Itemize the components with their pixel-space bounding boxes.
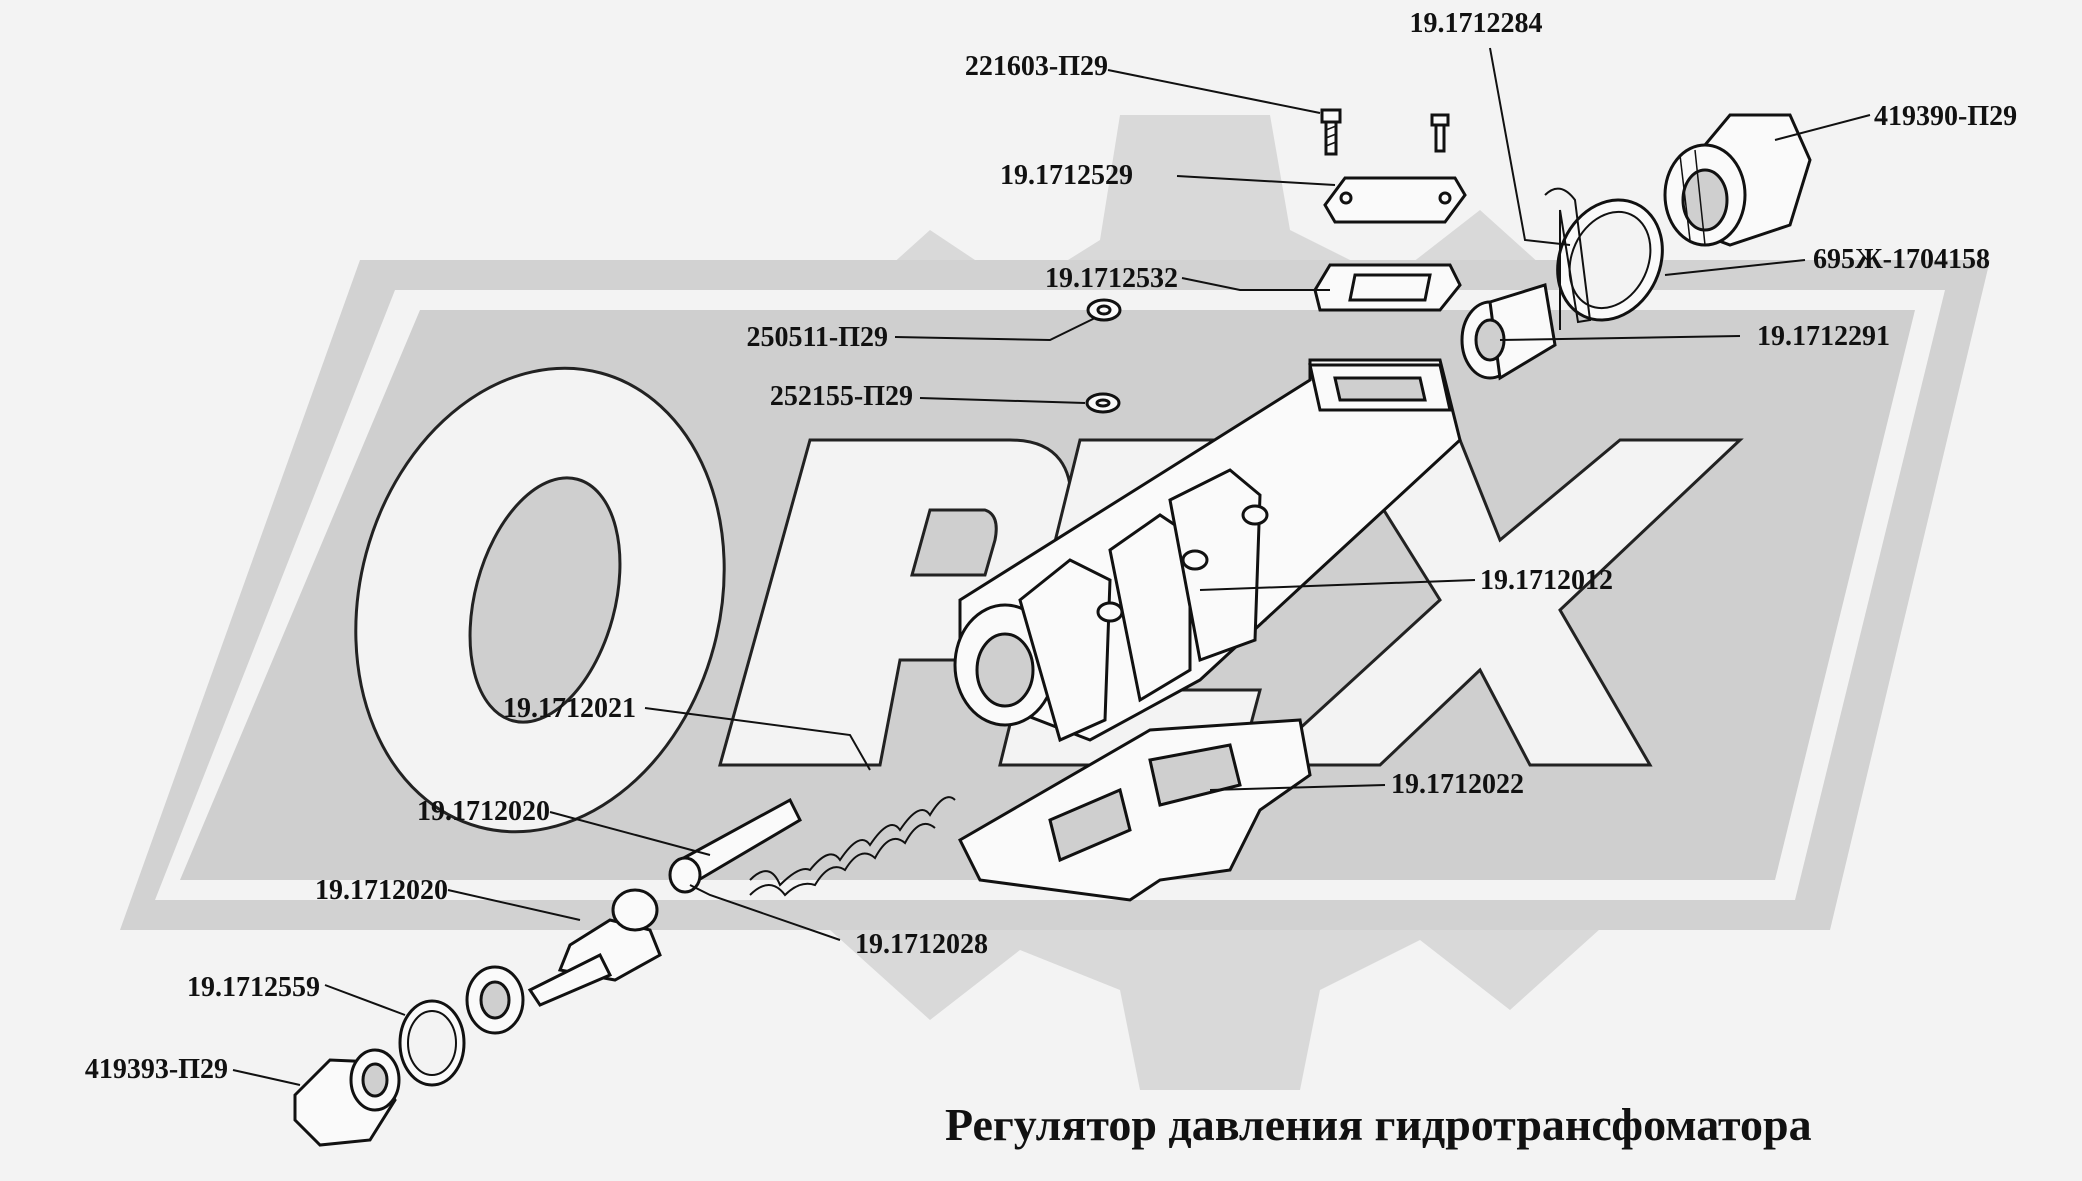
gasket-19-1712022 bbox=[958, 718, 1312, 902]
plunger-19-1712020 bbox=[668, 797, 802, 894]
valve-body-19-1712012 bbox=[953, 358, 1462, 743]
spring-19-1712021 bbox=[749, 796, 956, 897]
label-419390-p29: 419390-П29 bbox=[1874, 101, 2017, 132]
label-19-1712559: 19.1712559 bbox=[187, 972, 320, 1003]
valve-disc bbox=[465, 965, 525, 1035]
gasket-19-1712532 bbox=[1313, 263, 1462, 312]
ring-19-1712559 bbox=[398, 999, 466, 1087]
label-19-1712022: 19.1712022 bbox=[1391, 769, 1524, 800]
washer-252155 bbox=[1085, 392, 1121, 414]
valve-seat-19-1712291 bbox=[1460, 283, 1557, 381]
label-19-1712028: 19.1712028 bbox=[855, 929, 988, 960]
cover-plate-19-1712529 bbox=[1323, 176, 1467, 224]
plug-419390 bbox=[1663, 113, 1812, 247]
label-695zh-1704158: 695Ж-1704158 bbox=[1813, 244, 1990, 275]
label-19-1712529: 19.1712529 bbox=[1000, 160, 1133, 191]
label-19-1712284: 19.1712284 bbox=[1410, 8, 1543, 39]
label-19-1712532: 19.1712532 bbox=[1045, 263, 1178, 294]
label-19-1712012: 19.1712012 bbox=[1480, 565, 1613, 596]
label-250511-p29: 250511-П29 bbox=[746, 322, 888, 353]
label-19-1712021: 19.1712021 bbox=[503, 693, 636, 724]
cotter-pin-19-1712284 bbox=[1544, 187, 1592, 330]
label-19-1712020-lower: 19.1712020 bbox=[315, 875, 448, 906]
diagram-title: Регулятор давления гидротрансфоматора bbox=[945, 1099, 1812, 1150]
part-labels: 221603-П29 19.1712284 419390-П29 19.1712… bbox=[85, 8, 2017, 1085]
label-19-1712291: 19.1712291 bbox=[1757, 321, 1890, 352]
screw-221603 bbox=[1320, 108, 1450, 156]
label-221603-p29: 221603-П29 bbox=[965, 51, 1108, 82]
piston-19-1712020 bbox=[527, 888, 662, 1007]
plug-419393 bbox=[293, 1048, 401, 1147]
watermark-letters bbox=[354, 366, 1744, 834]
leader-lines bbox=[232, 47, 1871, 1086]
label-252155-p29: 252155-П29 bbox=[770, 381, 913, 412]
nut-250511 bbox=[1086, 298, 1122, 322]
label-419393-p29: 419393-П29 bbox=[85, 1054, 228, 1085]
label-19-1712020-upper: 19.1712020 bbox=[417, 796, 550, 827]
